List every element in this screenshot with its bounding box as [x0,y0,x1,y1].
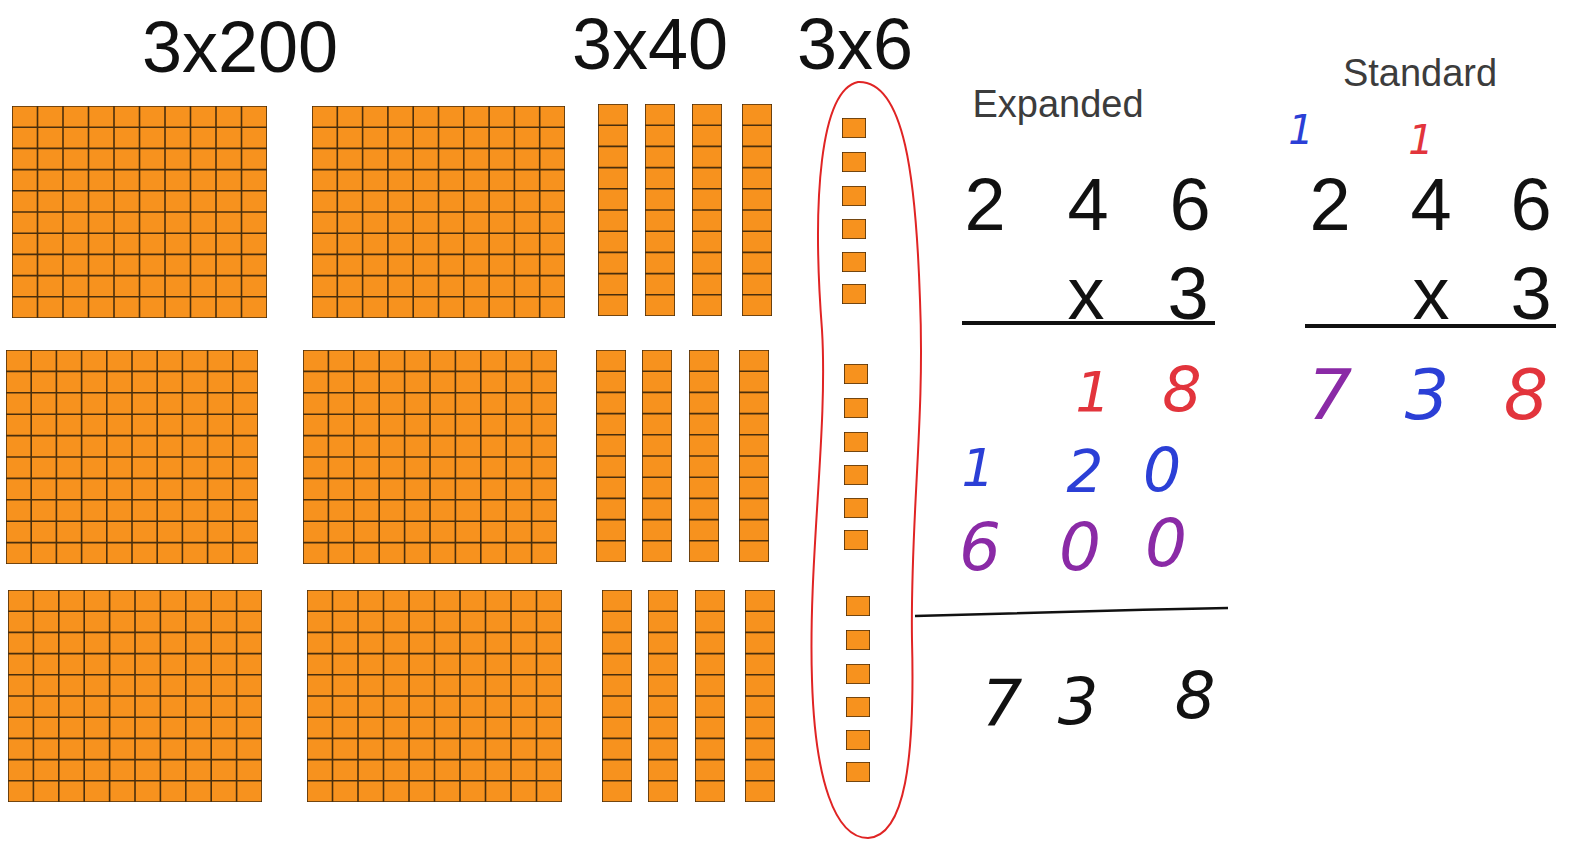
partial-digit: 0 [1059,515,1101,581]
digit: 3 [1510,257,1551,331]
group-label: 3x200 [142,11,338,83]
partial-digit: 1 [1075,364,1111,420]
partial-digit: 0 [1143,440,1181,500]
sum-digit: 8 [1175,664,1216,728]
digit: 4 [1067,168,1108,242]
partial-digit: 6 [959,515,1001,581]
carry-digit: 1 [1288,110,1313,150]
sum-digit: 3 [1058,670,1099,734]
group-label: 3x6 [797,8,913,80]
partial-digit: 0 [1145,511,1187,577]
digit: 6 [1169,168,1210,242]
partial-digit: 8 [1162,359,1201,421]
sum-digit: 7 [982,672,1023,736]
product-digit: 8 [1504,360,1549,430]
method-heading: Expanded [972,85,1143,123]
group-label: 3x40 [572,8,728,80]
product-digit: 7 [1308,360,1353,430]
digit: 4 [1410,168,1451,242]
partial-digit: 1 [961,442,994,494]
times-sign: x [1413,257,1450,331]
digit: 2 [1309,168,1350,242]
times-sign: x [1068,257,1105,331]
partial-digit: 2 [1067,443,1104,501]
carry-digit: 1 [1408,120,1433,160]
digit: 6 [1510,168,1551,242]
digit: 2 [964,168,1005,242]
product-digit: 3 [1405,360,1450,430]
digit: 3 [1167,257,1208,331]
method-heading: Standard [1343,54,1497,92]
